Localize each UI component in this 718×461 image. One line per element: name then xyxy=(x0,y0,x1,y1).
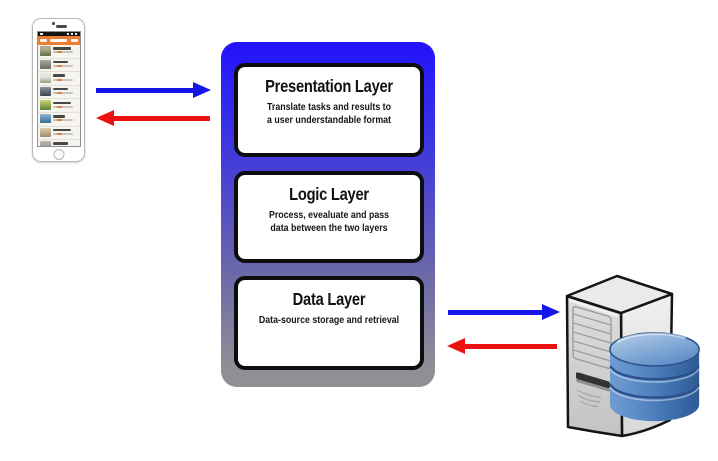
layer-title: Presentation Layer xyxy=(265,76,393,96)
list-item xyxy=(37,127,80,141)
blue-right-arrow-icon xyxy=(96,82,211,98)
arrow-head xyxy=(447,338,465,354)
photo-thumbnail xyxy=(39,73,51,83)
map-button-icon xyxy=(70,39,78,42)
smartphone-illustration xyxy=(32,18,85,162)
photo-thumbnail xyxy=(39,113,51,124)
photo-thumbnail xyxy=(39,86,51,97)
phone-status-bar xyxy=(37,32,80,36)
arrow-head xyxy=(542,304,560,320)
layer-description: Data-source storage and retrieval xyxy=(258,314,400,326)
layer-title: Logic Layer xyxy=(289,184,369,204)
data-layer-box: Data Layer Data-source storage and retri… xyxy=(234,276,424,370)
phone-screen xyxy=(36,31,81,147)
layers-panel: Presentation Layer Translate tasks and r… xyxy=(221,42,435,387)
database-icon xyxy=(609,332,700,422)
phone-nav-bar xyxy=(37,36,80,45)
arrow-shaft xyxy=(448,309,546,315)
phone-home-button xyxy=(53,149,64,160)
activity-list xyxy=(37,45,80,146)
list-item xyxy=(37,113,80,127)
layer-description: Process, evealuate and pass data between… xyxy=(268,209,390,234)
arrow-head xyxy=(193,82,211,98)
photo-thumbnail xyxy=(39,46,51,56)
phone-camera-icon xyxy=(52,22,55,25)
arrow-shaft xyxy=(110,115,210,121)
drive-bay-panel xyxy=(572,305,612,407)
photo-thumbnail xyxy=(39,141,51,146)
photo-thumbnail xyxy=(39,59,51,70)
logic-layer-box: Logic Layer Process, evealuate and pass … xyxy=(234,171,424,263)
blue-right-arrow-icon xyxy=(448,304,560,320)
list-item xyxy=(37,45,80,59)
red-left-arrow-icon xyxy=(447,338,557,354)
presentation-layer-box: Presentation Layer Translate tasks and r… xyxy=(234,63,424,157)
list-item xyxy=(37,72,80,86)
layer-title: Data Layer xyxy=(292,289,366,309)
layer-description: Translate tasks and results to a user un… xyxy=(266,101,392,126)
phone-speaker-icon xyxy=(56,25,67,28)
arrow-shaft xyxy=(461,343,557,349)
arrow-head xyxy=(96,110,114,126)
list-item xyxy=(37,59,80,73)
photo-thumbnail xyxy=(39,127,51,138)
list-item xyxy=(38,140,80,146)
back-button-icon xyxy=(39,39,47,42)
nav-title-placeholder xyxy=(50,39,67,42)
arrow-shaft xyxy=(96,87,197,93)
list-item xyxy=(37,86,80,100)
photo-thumbnail xyxy=(39,100,51,110)
list-item xyxy=(37,99,80,113)
red-left-arrow-icon xyxy=(96,110,210,126)
